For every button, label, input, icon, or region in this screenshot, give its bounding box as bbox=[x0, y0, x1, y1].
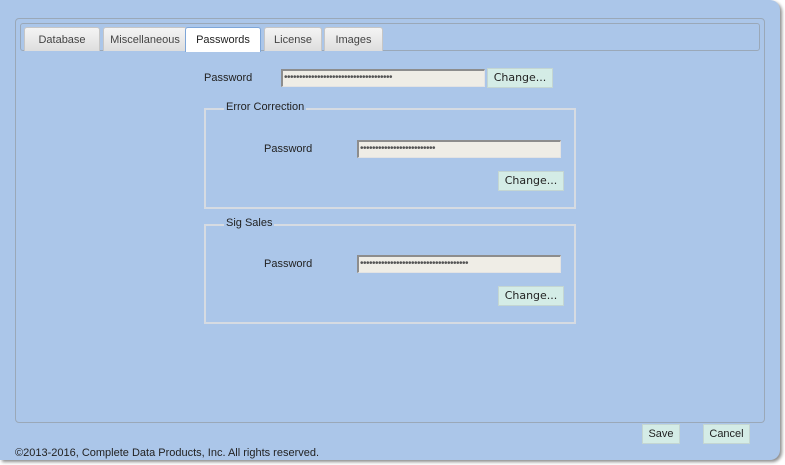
error-correction-group: Error Correction bbox=[204, 101, 576, 209]
tab-bar: Database Miscellaneous Passwords License… bbox=[20, 23, 760, 52]
main-password-label: Password bbox=[204, 72, 253, 84]
tab-miscellaneous[interactable]: Miscellaneous bbox=[103, 27, 187, 51]
copyright-text: ©2013-2016, Complete Data Products, Inc.… bbox=[15, 447, 320, 459]
tab-images[interactable]: Images bbox=[324, 27, 383, 51]
error-correction-legend: Error Correction bbox=[224, 101, 307, 113]
error-correction-password-field[interactable]: ••••••••••••••••••••••••• bbox=[357, 140, 561, 158]
tab-license[interactable]: License bbox=[264, 27, 322, 51]
sig-sales-group: Sig Sales bbox=[204, 217, 576, 324]
sig-sales-change-button[interactable]: Change... bbox=[498, 286, 564, 306]
tab-passwords[interactable]: Passwords bbox=[185, 27, 261, 52]
sig-sales-password-field[interactable]: •••••••••••••••••••••••••••••••••••• bbox=[357, 255, 561, 273]
tab-panel: Database Miscellaneous Passwords License… bbox=[15, 18, 765, 423]
main-password-change-button[interactable]: Change... bbox=[487, 68, 553, 88]
error-correction-change-button[interactable]: Change... bbox=[498, 171, 564, 191]
tab-database[interactable]: Database bbox=[24, 27, 100, 51]
main-password-field[interactable]: •••••••••••••••••••••••••••••••••••• bbox=[281, 69, 485, 87]
cancel-button[interactable]: Cancel bbox=[703, 424, 750, 444]
save-button[interactable]: Save bbox=[642, 424, 680, 444]
sig-sales-password-label: Password bbox=[264, 258, 313, 270]
sig-sales-legend: Sig Sales bbox=[224, 217, 275, 229]
error-correction-password-label: Password bbox=[264, 143, 313, 155]
